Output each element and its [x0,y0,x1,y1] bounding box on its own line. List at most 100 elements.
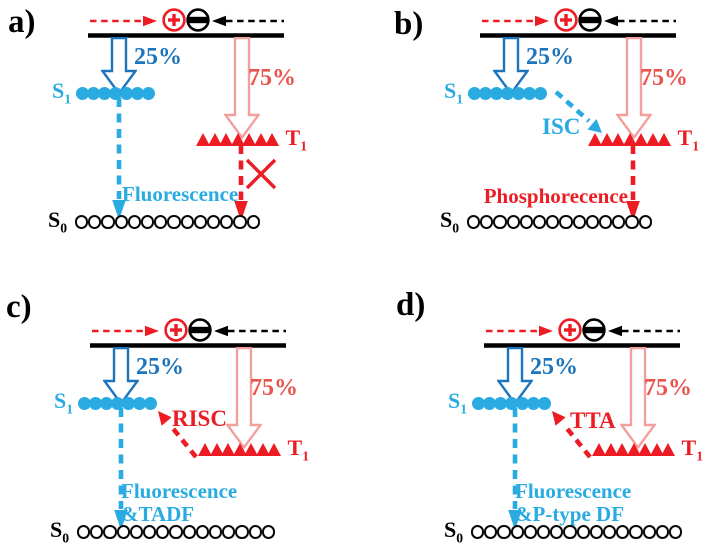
charge-injection-diagram [90,318,286,348]
singlet-exciton-icon [89,396,103,410]
triplet-exciton-icon [242,133,256,147]
triplet-exciton-icon [219,133,233,147]
ground-site-icon [638,215,652,229]
ground-site-icon [493,215,507,229]
ground-site-icon [233,215,247,229]
s0-site-row [75,215,260,229]
triplet-exciton-icon [232,443,247,457]
s0-level: S0 [440,209,652,235]
panel-tta: d) 25% [352,275,705,550]
tta-arrow [552,411,592,459]
triplet-exciton-icon [230,133,245,147]
ground-site-icon [180,215,194,229]
panel-phosphorescence: b) 25% [352,0,705,275]
ground-site-icon [206,215,221,229]
tta-label: TTA [570,408,616,433]
fluorescence-arrow [114,408,128,530]
hole-icon [162,8,186,32]
triplet-exciton-icon [253,133,268,147]
ground-site-icon [193,215,207,229]
ground-site-icon [169,525,183,539]
forbidden-x-icon [245,158,277,190]
ground-site-icon [642,525,656,539]
ground-site-icon [546,215,560,229]
triplet-exciton-icon [603,443,618,457]
triplet-channel-arrow [620,347,656,450]
ground-site-icon [167,215,181,229]
ground-site-icon [154,215,168,229]
singlet-exciton-icon [133,396,147,410]
triplet-exciton-icon [622,133,637,147]
ground-site-icon [629,525,643,539]
singlet-exciton-icon [501,86,515,100]
s1-level: S1 [448,388,552,417]
triplet-exciton-icon [592,443,606,457]
fluorescence-arrow [508,408,522,530]
s1-label: S1 [54,388,74,417]
ground-site-icon [598,215,613,229]
ground-site-icon [497,525,511,539]
singlet-channel-arrow [103,347,139,405]
triplet-exciton-icon [615,443,629,457]
ground-site-icon [471,525,485,539]
ground-site-icon [75,215,89,229]
s0-label: S0 [48,207,68,236]
ground-site-icon [655,525,669,539]
singlet-fraction-label: 25% [526,44,574,70]
s0-label: S0 [444,517,464,546]
triplet-exciton-icon [207,133,222,147]
triplet-exciton-icon [649,443,664,457]
s1-label: S1 [448,388,468,417]
ground-site-icon [589,525,603,539]
hole-icon [554,8,578,32]
ground-site-icon [182,525,196,539]
singlet-exciton-icon [78,396,92,410]
s1-level: S1 [54,388,158,417]
ground-site-icon [127,215,141,229]
fluorescence-label: Fluorescence [122,182,239,206]
ground-site-icon [585,215,599,229]
triplet-exciton-icon [626,443,641,457]
ground-site-icon [467,215,481,229]
ground-site-icon [537,525,551,539]
singlet-fraction-label: 25% [136,354,184,380]
triplet-exciton-icon [588,133,602,147]
ground-site-icon [220,215,234,229]
triplet-channel-arrow [616,37,652,140]
risc-label: RISC [172,406,227,431]
singlet-exciton-icon [516,396,530,410]
s1-label: S1 [444,78,464,107]
singlet-channel-arrow [493,37,529,95]
t1-level: T1 [592,437,703,463]
s1-label: S1 [52,78,72,107]
fluorescence-tadf-label: Fluorescence &TADF [121,479,238,526]
electron-injection-arrow-icon [212,15,284,27]
isc-label: ISC [542,114,581,139]
phosphorescence-arrow [626,145,640,221]
s1-exciton-row [472,396,552,410]
ground-site-icon [602,525,617,539]
singlet-exciton-icon [109,86,123,100]
s0-site-row [467,215,652,229]
ground-site-icon [576,525,590,539]
ground-site-icon [668,525,683,539]
risc-arrow [158,411,198,459]
triplet-exciton-icon [265,133,279,147]
panel-fluorescence: a) 25% [0,0,353,275]
t1-label: T1 [681,435,704,464]
triplet-exciton-icon [599,133,614,147]
electron-injection-arrow-icon [214,325,286,337]
t1-exciton-row [198,443,281,457]
panel-tadf: c) 25% [0,275,353,550]
singlet-channel-arrow [497,347,533,405]
triplet-exciton-icon [645,133,660,147]
ground-site-icon [90,525,104,539]
s0-level: S0 [48,209,260,235]
ground-site-icon [506,215,520,229]
singlet-exciton-icon [527,396,541,410]
s0-label: S0 [440,207,460,236]
fluorescence-arrow [112,98,126,220]
singlet-exciton-icon [494,396,508,410]
triplet-exciton-icon [611,133,625,147]
